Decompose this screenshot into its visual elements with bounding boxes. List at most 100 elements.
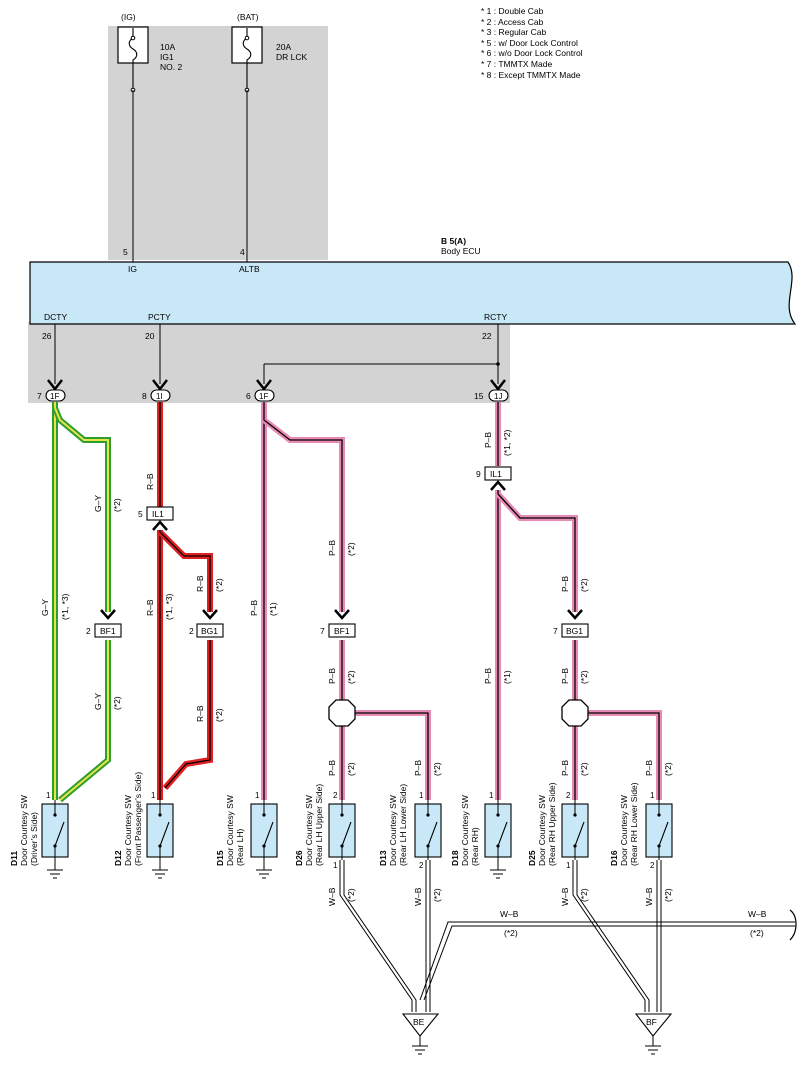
door-courtesy-switch-d25: 2 1 D25 Door Courtesy SW (Rear RH Upper … [527, 782, 589, 870]
note-line: * 5 : w/ Door Lock Control [481, 37, 578, 48]
ecu-pin-name: DCTY [44, 312, 67, 322]
wire-gy [52, 402, 111, 803]
wire-note: (*2) [346, 762, 356, 776]
connector-code: IL1 [152, 509, 164, 519]
switch-code: D15 [215, 850, 225, 866]
wire-note: (*2) [504, 928, 518, 938]
fuse-ig1: (IG) 10A IG1 NO. 2 [117, 12, 182, 93]
connector-bf1: BF1 2 [86, 609, 122, 638]
ground-code: BE [413, 1017, 425, 1027]
switch-pin-top: 2 [333, 791, 338, 800]
wire-label: W–B [413, 887, 423, 906]
wire-label: R–B [195, 705, 205, 722]
connector-bg1: BG1 7 [553, 609, 589, 638]
wire-note: (*2) [346, 888, 356, 902]
wire-note: (*2) [663, 888, 673, 902]
wire-note: (*2) [663, 762, 673, 776]
ground-icon [47, 869, 63, 879]
ecu-pin-name: RCTY [484, 312, 507, 322]
connector-bf1: BF1 7 [320, 609, 356, 638]
connector-code: BF1 [334, 626, 350, 636]
ecu-pin-number: 20 [145, 331, 155, 341]
switch-pin-bottom: 1 [333, 861, 338, 870]
ground-point-bf: BF [634, 1013, 673, 1055]
junction-code: 1F [259, 392, 268, 401]
wire-label: P–B [249, 600, 259, 616]
wire-label: G–Y [93, 693, 103, 710]
fuse-rating: 20A [276, 42, 291, 52]
wire-label: W–B [500, 909, 519, 919]
door-courtesy-switch-d16: 1 2 D16 Door Courtesy SW (Rear RH Lower … [609, 782, 673, 870]
switch-pin-bottom: 2 [650, 861, 655, 870]
wire-note: (*2) [214, 578, 224, 592]
wire-label: P–B [327, 668, 337, 684]
switch-location: (Rear RH) [470, 827, 480, 866]
ground-code: BF [646, 1017, 657, 1027]
fuse-icon [128, 28, 138, 90]
fuse-rating: 10A [160, 42, 175, 52]
ground-icon [256, 869, 272, 879]
note-line: * 3 : Regular Cab [481, 27, 547, 38]
switch-name: Door Courtesy SW [388, 795, 398, 866]
junction-code: 1I [156, 392, 163, 401]
wire-note: (*1, *3) [60, 593, 70, 620]
ecu-pin-number: 26 [42, 331, 52, 341]
ecu-pin-name: IG [128, 264, 137, 274]
wire-note: (*1) [502, 670, 512, 684]
switch-code: D18 [450, 850, 460, 866]
wire-note: (*1, *2) [502, 429, 512, 456]
wire-label: P–B [483, 668, 493, 684]
junction-code: 1F [50, 392, 59, 401]
note-line: * 1 : Double Cab [481, 6, 544, 16]
note-line: * 8 : Except TMMTX Made [481, 69, 581, 80]
junction-code: 1J [494, 392, 502, 401]
switch-code: D12 [113, 850, 123, 866]
door-courtesy-switch-d15: 1 D15 Door Courtesy SW (Rear LH) [215, 791, 278, 879]
wire-wb [339, 860, 797, 1012]
notes-legend: * 1 : Double Cab * 2 : Access Cab * 3 : … [481, 6, 583, 80]
ecu-pin-number: 5 [123, 247, 128, 257]
ground-point-be: BE [401, 1013, 440, 1055]
switch-pin-bottom: 2 [419, 861, 424, 870]
connector-pin: 2 [86, 626, 91, 636]
connector-pin: 2 [189, 626, 194, 636]
wire-note: (*1, *3) [164, 593, 174, 620]
wire-label: W–B [560, 887, 570, 906]
ground-icon [152, 869, 168, 879]
switch-location: (Rear LH) [235, 829, 245, 866]
wire-label: G–Y [93, 495, 103, 512]
ground-icon [490, 869, 506, 879]
switch-pin-top: 1 [419, 791, 424, 800]
connector-bg1: BG1 2 [189, 609, 224, 638]
fuse-dr-lck: (BAT) 20A DR LCK [231, 12, 308, 93]
ecu-pin-number: 22 [482, 331, 492, 341]
ecu-pin-name: ALTB [239, 264, 260, 274]
wire-label: W–B [644, 887, 654, 906]
junction-pin: 8 [142, 391, 147, 401]
switch-location: (Rear LH Upper Side) [314, 784, 324, 866]
switch-code: D26 [294, 850, 304, 866]
wire-label: W–B [327, 887, 337, 906]
switch-pin-bottom: 1 [566, 861, 571, 870]
door-courtesy-switch-d11: 1 D11 Door Courtesy SW (Driver’s Side) [9, 791, 69, 879]
wire-note: (*2) [579, 888, 589, 902]
note-line: * 6 : w/o Door Lock Control [481, 48, 583, 59]
door-courtesy-switch-d12: 1 D12 Door Courtesy SW (Front Passenger’… [113, 772, 174, 879]
wire-note: (*2) [112, 696, 122, 710]
door-courtesy-switch-d13: 1 2 D13 Door Courtesy SW (Rear LH Lower … [378, 784, 442, 870]
wire-label: P–B [560, 576, 570, 592]
wire-note: (*2) [112, 498, 122, 512]
switch-name: Door Courtesy SW [304, 795, 314, 866]
wire-label: P–B [327, 540, 337, 556]
ecu-name: Body ECU [441, 246, 481, 256]
switch-name: Door Courtesy SW [537, 795, 547, 866]
splice-icon [561, 699, 589, 727]
connector-code: BF1 [100, 626, 116, 636]
splice-icon [328, 699, 356, 727]
switch-code: D25 [527, 850, 537, 866]
wire-label: R–B [145, 599, 155, 616]
connector-code: BG1 [201, 626, 218, 636]
wire-note: (*1) [268, 602, 278, 616]
connector-code: BG1 [566, 626, 583, 636]
